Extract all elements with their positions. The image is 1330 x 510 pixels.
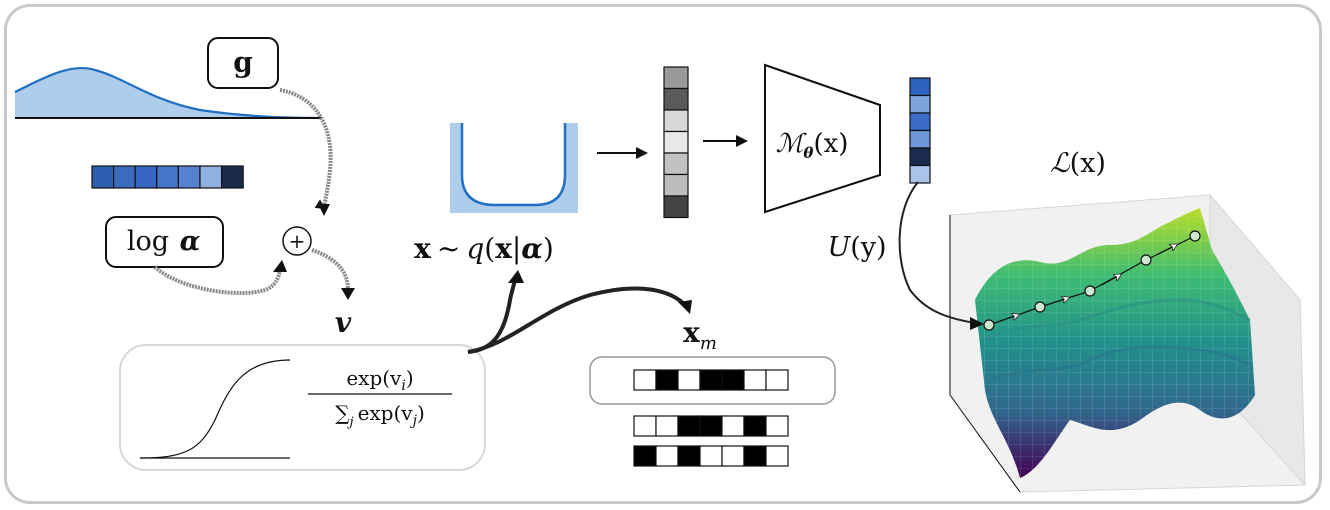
log-alpha-var: α [180,226,201,257]
utility-to-surface-arrow [898,181,984,330]
alpha-cell [91,165,115,189]
noise-to-sum-arrow [279,88,333,216]
sum-to-v-arrow [311,248,355,300]
output-cell [909,94,931,114]
softmax-numerator: exp(vi) [346,366,413,394]
binary-cell [743,445,767,467]
binary-cell [699,445,723,467]
output-cell [909,112,931,132]
sample-cell [663,66,689,90]
loss-surface-plot [949,193,1306,493]
sampling-label: x~q(x|α) [414,232,554,265]
output-cell [909,164,931,184]
binary-cell [677,445,701,467]
gumbel-density-curve [14,66,322,120]
sample-cell [663,152,689,176]
figure-frame [4,4,1322,504]
binary-cell [743,415,767,437]
binary-cell [655,445,679,467]
gumbel-noise-label: g [233,46,253,79]
discrete-sample-label: xm [683,316,717,354]
binary-cell [765,445,789,467]
binary-cell [633,369,657,391]
binary-cell [677,415,701,437]
sample-cell [663,87,689,111]
sample-cell [663,195,689,219]
log-alpha-box: log α [105,216,224,268]
alpha-cell [221,165,244,189]
alpha-cell [156,165,180,189]
gumbel-noise-box: g [207,37,279,89]
sample-cell [663,109,689,133]
output-cell [909,129,931,149]
binary-cell [765,415,789,437]
alpha-cell [112,165,136,189]
column-to-model-arrow [703,135,748,147]
sum-symbol: + [289,229,306,253]
sigmoid-curve [139,359,291,459]
binary-cell [765,369,789,391]
alpha-vector-strip [91,165,244,189]
binary-cell [677,369,701,391]
alpha-cell [177,165,201,189]
relaxed-sample-column [663,66,689,219]
binary-cell [721,415,745,437]
softmax-to-sample-arrow [467,270,524,354]
model-output-column [909,77,931,184]
alpha-cell [134,165,158,189]
utility-label: U(y) [827,232,886,263]
binary-cell [655,415,679,437]
sample-to-column-arrow [597,147,648,159]
binary-cell [699,415,723,437]
binary-cell [743,369,767,391]
model-block: ℳθ(x) [764,63,881,214]
discrete-samples [633,369,789,467]
binary-cell [721,445,745,467]
v-label: v [335,306,352,339]
sample-cell [663,130,689,154]
alpha-cell [199,165,223,189]
binary-cell [633,445,657,467]
logalpha-to-sum-arrow [153,260,287,295]
output-cell [909,147,931,167]
model-label: ℳθ(x) [776,129,849,162]
sum-node: + [282,226,312,256]
binary-cell [699,369,723,391]
sample-cell [663,173,689,197]
relaxed-distribution-plot [450,123,578,213]
loss-label: ℒ(x) [1050,148,1106,179]
optimization-trajectory [983,230,1201,331]
log-alpha-func: log [127,226,169,257]
binary-cell [721,369,745,391]
binary-cell [633,415,657,437]
binary-cell [655,369,679,391]
softmax-to-discrete-arrow [467,286,692,354]
output-cell [909,77,931,97]
